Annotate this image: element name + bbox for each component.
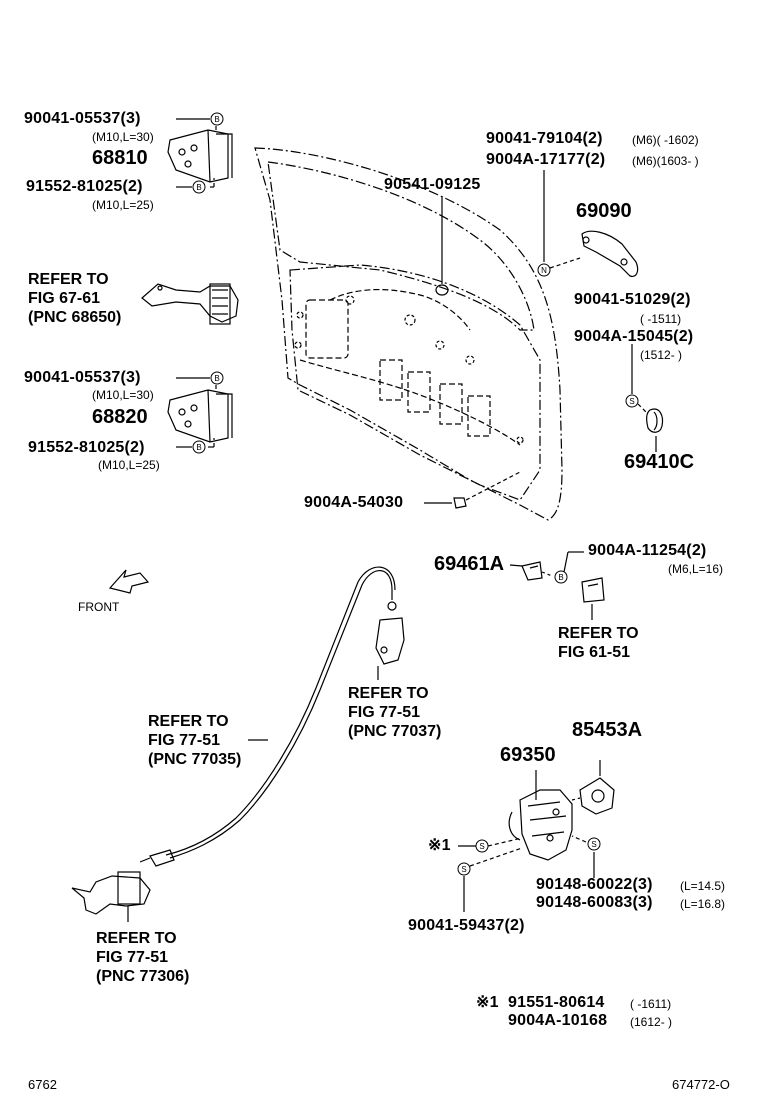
label-screw-15045-spec: (1512- ) [640, 348, 683, 362]
marker-s: S [629, 397, 634, 406]
marker-b: B [214, 115, 219, 124]
marker-b: B [196, 183, 201, 192]
cover-icon [646, 408, 664, 433]
striker-icon [521, 561, 605, 603]
label-screw-51029-spec: ( -1511) [640, 312, 682, 326]
label-note-pn-2: 9004A-10168 [508, 1012, 608, 1029]
label-cover-69410c: 69410C [624, 451, 695, 473]
label-screw-60083-spec: (L=16.8) [680, 897, 726, 911]
label-screw-51029: 90041-51029(2) [574, 291, 691, 308]
label-note-mark: ※1 [476, 994, 499, 1011]
label-hinge-lower-nut: 91552-81025(2) [28, 439, 145, 456]
marker-s: S [461, 865, 466, 874]
label-bolt-11254-spec: (M6,L=16) [668, 562, 724, 576]
label-screw-60022: 90148-60022(3) [536, 876, 653, 893]
label-note-pn-1: 91551-80614 [508, 994, 605, 1011]
label-refer-77037: REFER TO FIG 77-51 (PNC 77037) [348, 685, 442, 740]
label-screw-60022-spec: (L=14.5) [680, 879, 726, 893]
marker-n: N [541, 266, 547, 275]
label-hinge-upper-nut: 91552-81025(2) [26, 178, 143, 195]
bolt-marker-icon [192, 112, 568, 584]
lock-assembly-icon [508, 789, 573, 861]
marker-s: S [479, 842, 484, 851]
label-front: FRONT [78, 600, 120, 614]
outside-handle-icon [581, 230, 639, 277]
label-note-pn-2-spec: (1612- ) [630, 1015, 673, 1029]
label-refer-77035: REFER TO FIG 77-51 (PNC 77035) [148, 713, 242, 768]
label-screw-15045: 9004A-15045(2) [574, 328, 694, 345]
label-hinge-lower-nut-spec: (M10,L=25) [98, 458, 160, 472]
footer-left: 6762 [28, 1077, 57, 1092]
marker-b: B [558, 573, 563, 582]
label-plug: 90541-09125 [384, 176, 481, 193]
label-hinge-upper-bolt-spec: (M10,L=30) [92, 130, 154, 144]
hinge-icon [167, 129, 233, 183]
footer-right: 674772-O [672, 1077, 730, 1092]
label-refer-67-61: REFER TO FIG 67-61 (PNC 68650) [28, 271, 122, 326]
label-screw-60083: 90148-60083(3) [536, 894, 653, 911]
label-hinge-upper-bolt: 90041-05537(3) [24, 110, 141, 127]
label-hinge-lower-bolt-spec: (M10,L=30) [92, 388, 154, 402]
marker-b: B [196, 443, 201, 452]
door-panel-illustration [254, 147, 563, 521]
front-arrow-icon [108, 569, 150, 594]
label-handle-screw-2-spec: (M6)(1603- ) [632, 154, 699, 168]
label-mark-ref: ※1 [428, 837, 451, 854]
label-handle-screw-1-spec: (M6)( -1602) [632, 133, 699, 147]
marker-b: B [214, 374, 219, 383]
cable-icon [139, 566, 397, 867]
door-check-icon [141, 283, 239, 325]
screw-marker-icon [457, 394, 639, 876]
label-refer-77306: REFER TO FIG 77-51 (PNC 77306) [96, 930, 190, 985]
label-handle-screw-1: 90041-79104(2) [486, 130, 603, 147]
label-handle: 69090 [576, 200, 632, 222]
label-hinge-lower: 68820 [92, 406, 148, 428]
nut-marker-icon [537, 263, 551, 277]
label-screw-59437: 90041-59437(2) [408, 917, 525, 934]
label-lock-69350: 69350 [500, 744, 556, 766]
label-lock-85453a: 85453A [572, 719, 643, 741]
label-hinge-upper-nut-spec: (M10,L=25) [92, 198, 154, 212]
marker-s: S [591, 840, 596, 849]
label-hinge-upper: 68810 [92, 147, 148, 169]
label-cushion: 9004A-54030 [304, 494, 404, 511]
label-note-pn-1-spec: ( -1611) [630, 997, 672, 1011]
label-handle-screw-2: 9004A-17177(2) [486, 151, 606, 168]
label-refer-61-51: REFER TO FIG 61-51 [558, 625, 639, 661]
label-hinge-lower-bolt: 90041-05537(3) [24, 369, 141, 386]
label-bolt-11254: 9004A-11254(2) [588, 542, 707, 559]
label-striker-69461a: 69461A [434, 553, 505, 575]
